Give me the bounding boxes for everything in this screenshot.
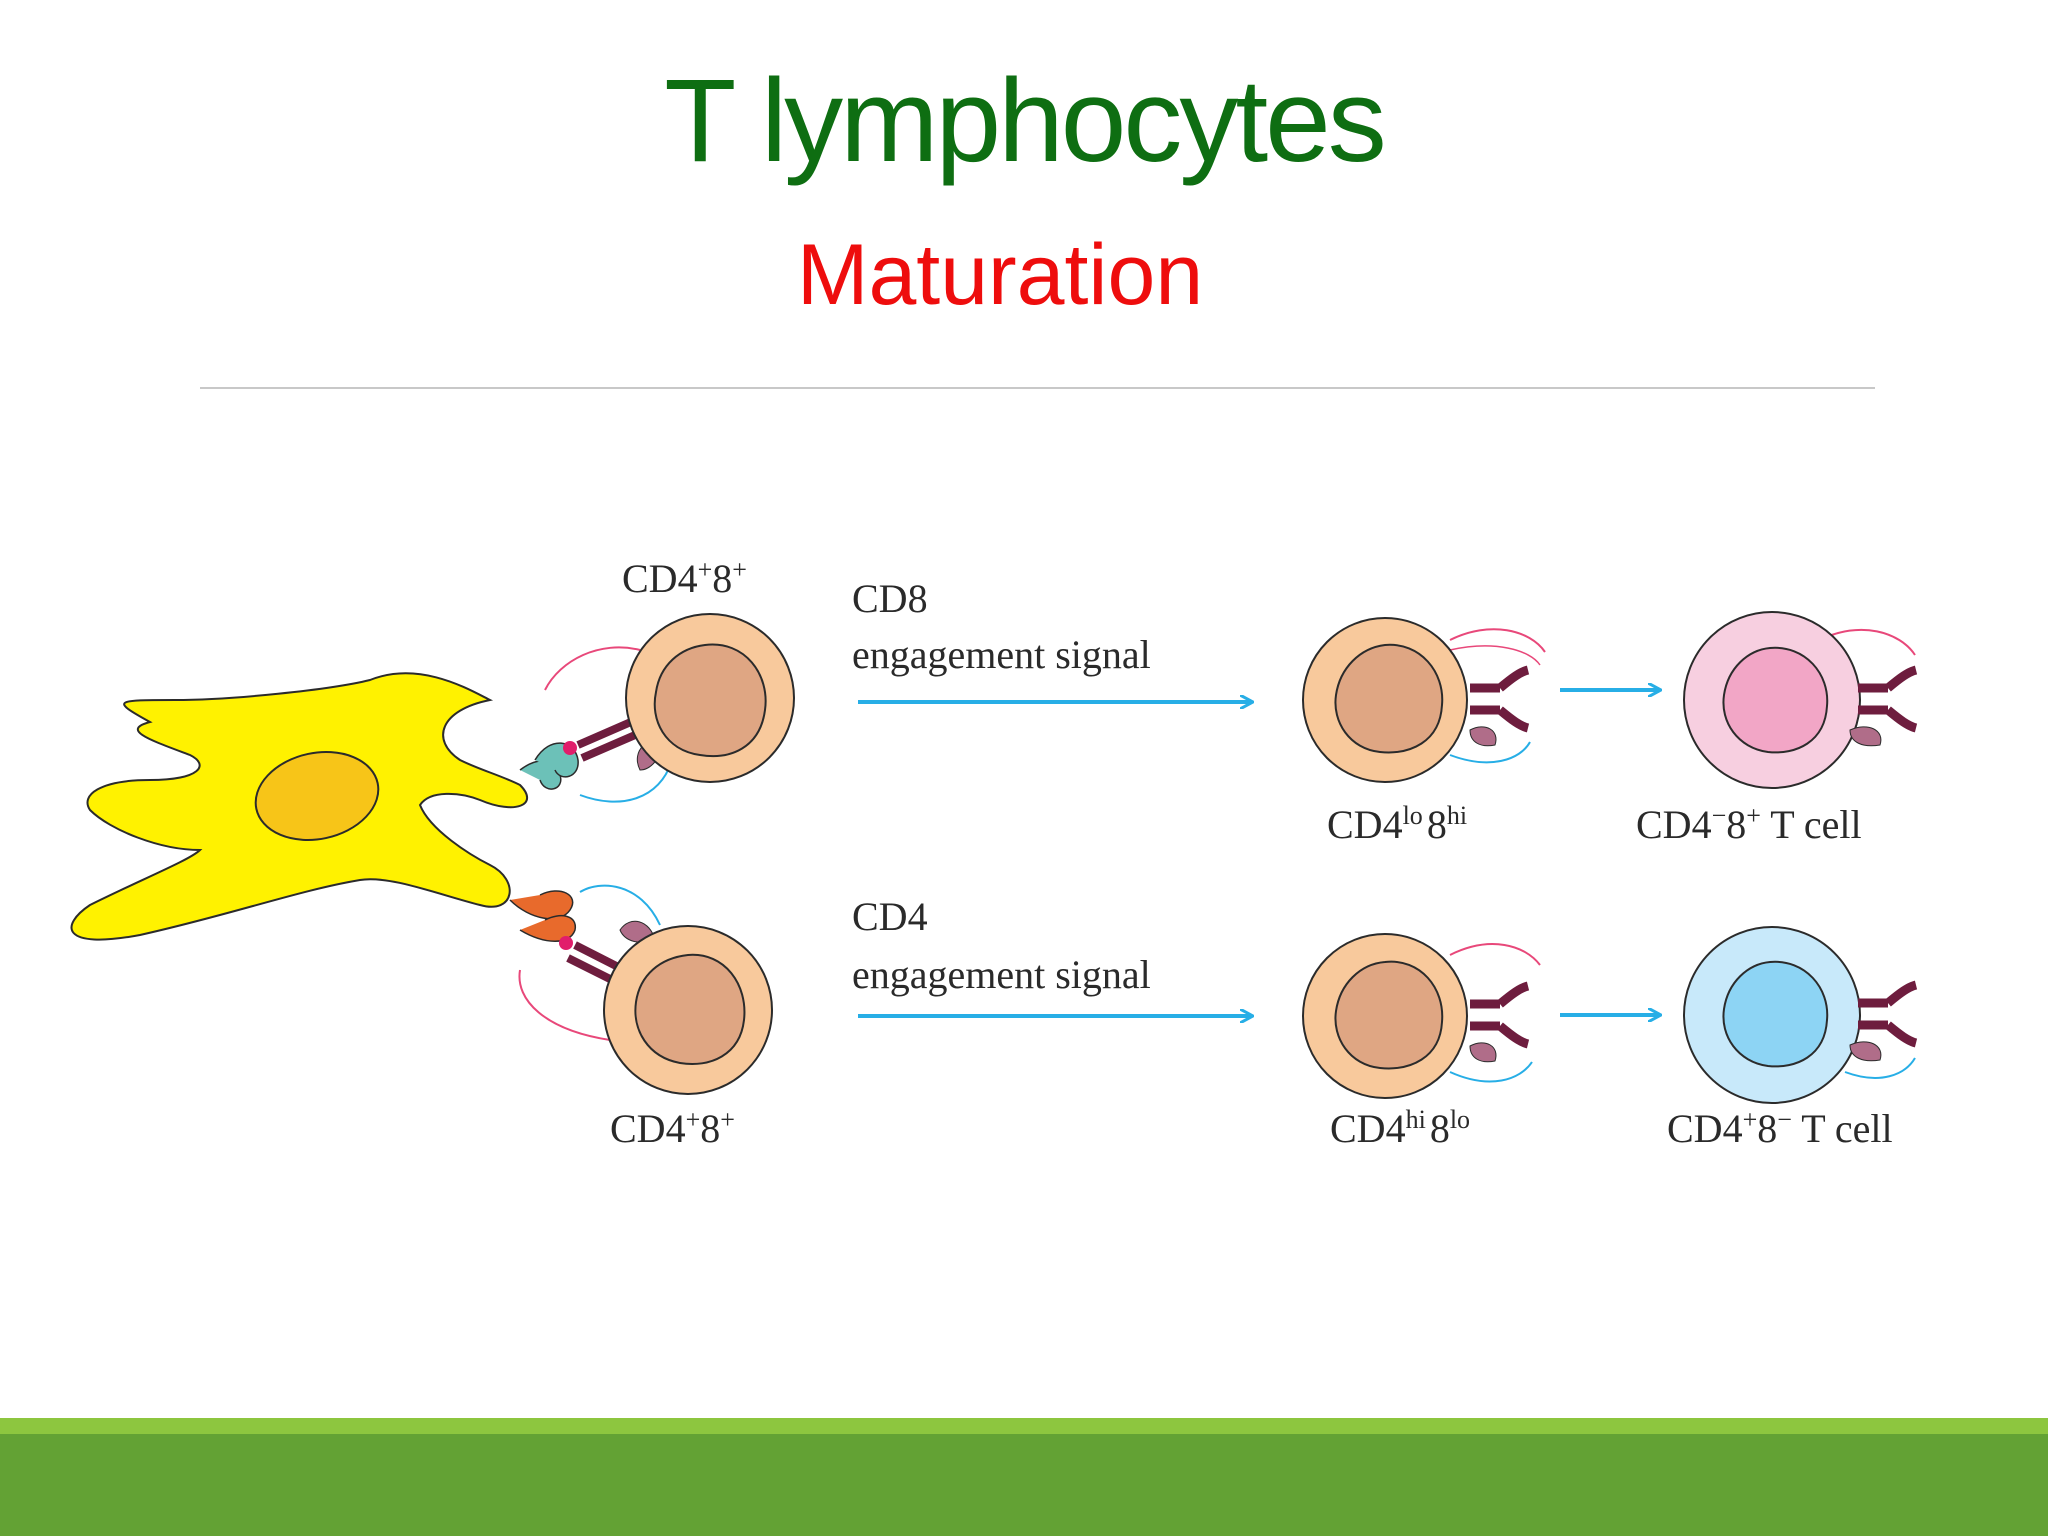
top-signal-line1: CD8 [852,576,928,621]
bottom-signal-line1: CD4 [852,894,928,939]
footer-accent-stripe [0,1418,2048,1434]
top-double-positive-label: CD4+8+ [622,555,747,602]
apc-nucleus [254,751,380,841]
bottom-signal-line2: engagement signal [852,952,1151,997]
slide-subtitle: Maturation [796,227,1204,323]
top-final-label: CD4−8+ T cell [1636,801,1862,848]
cd4-t-cell [1683,926,1918,1104]
bottom-final-label: CD4+8− T cell [1667,1105,1893,1152]
slide-title: T lymphocytes [664,55,1387,187]
top-signal-line2: engagement signal [852,632,1151,677]
title-divider [200,387,1875,389]
top-intermediate-cell [1302,617,1546,783]
footer-bar [0,1434,2048,1536]
dendritic-cell [70,672,528,941]
t-cell-maturation-diagram: CD4+8+ CD4+8+ CD8 engagement signal CD4 … [70,555,1918,1152]
top-double-positive-cell [625,613,795,783]
bottom-double-positive-label: CD4+8+ [610,1105,735,1152]
bottom-double-positive-cell [603,925,773,1095]
bottom-intermediate-cell [1302,933,1541,1099]
cd8-t-cell [1683,611,1918,789]
